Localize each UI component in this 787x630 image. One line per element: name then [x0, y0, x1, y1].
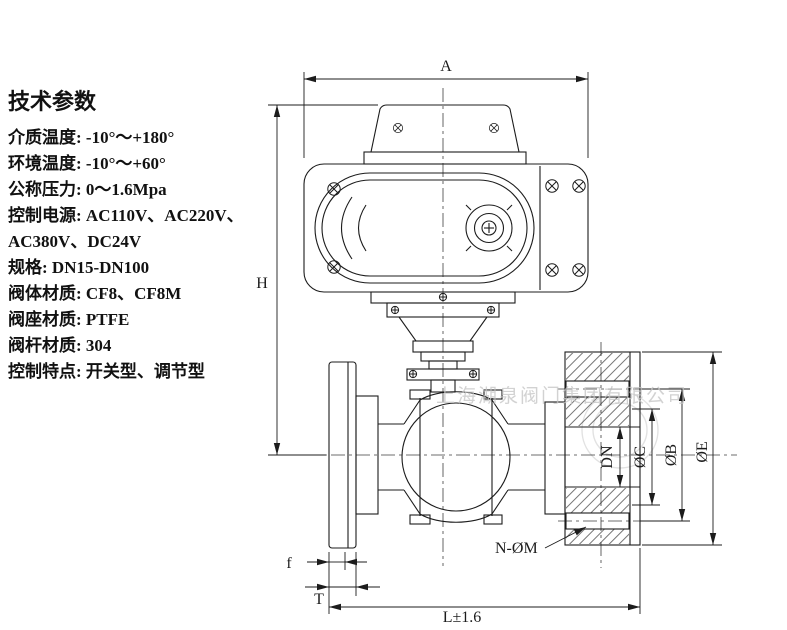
valve-body	[328, 361, 566, 549]
dim-label-f: f	[286, 555, 292, 572]
dimension-lines	[268, 72, 722, 614]
spec-line-pressure: 公称压力: 0～1.6Mpa	[8, 180, 167, 199]
electric-actuator	[303, 104, 589, 293]
dim-label-e: ØE	[694, 441, 711, 462]
dimension-labels: A H DN ØC ØB ØE N-ØM f T L±1.6	[256, 58, 711, 626]
spec-line-power-supply: 控制电源: AC110V、AC220V、	[8, 206, 244, 225]
spec-line-size-range: 规格: DN15-DN100	[8, 258, 150, 277]
spec-line-power-supply2: AC380V、DC24V	[8, 232, 142, 251]
centerlines	[306, 88, 737, 568]
spec-line-body-material: 阀体材质: CF8、CF8M	[8, 284, 182, 303]
watermark-text: 上海湖泉阀门集团有限公司	[436, 385, 688, 407]
spec-line-stem-material: 阀杆材质: 304	[8, 336, 112, 355]
flange-section	[564, 351, 641, 546]
dim-label-dn: DN	[599, 445, 616, 469]
dim-label-c: ØC	[632, 446, 649, 468]
spec-panel: 技术参数 介质温度: -10°～+180° 环境温度: -10°～+60° 公称…	[8, 84, 308, 385]
dim-label-l: L±1.6	[443, 609, 482, 626]
spec-line-seat-material: 阀座材质: PTFE	[8, 310, 130, 329]
position-indicator	[465, 204, 513, 252]
dim-label-h: H	[256, 275, 268, 292]
spec-line-ambient-temp: 环境温度: -10°～+60°	[8, 154, 166, 173]
spec-line-medium-temp: 介质温度: -10°～+180°	[8, 128, 175, 147]
spec-line-control-type: 控制特点: 开关型、调节型	[8, 362, 205, 381]
dim-label-t: T	[314, 591, 324, 608]
spec-title: 技术参数	[8, 89, 97, 114]
dim-label-b: ØB	[663, 444, 680, 466]
dim-label-nm: N-ØM	[495, 540, 538, 557]
dim-label-a: A	[440, 58, 452, 75]
